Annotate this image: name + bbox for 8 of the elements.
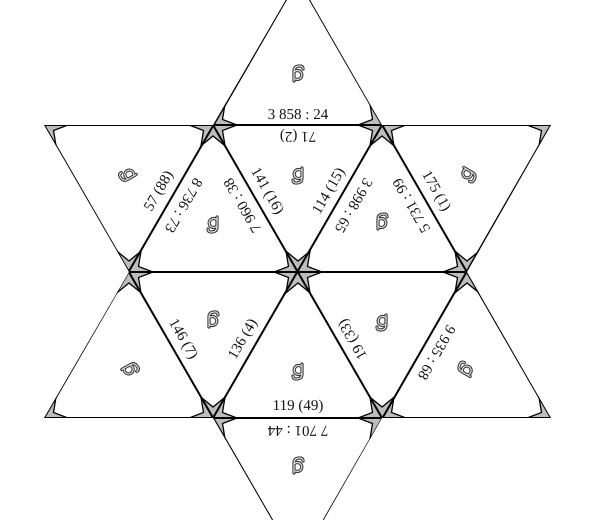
edge-number-label: 136 (4) <box>225 316 261 362</box>
edge-number-label: 71 (2) <box>280 128 316 144</box>
edge-number-label: 7 701 : 44 <box>268 422 328 438</box>
edge-number-label: 19 (33) <box>335 316 371 362</box>
edge-number-label: 9 935 : 68 <box>414 322 458 382</box>
edge-number-label: 146 (7) <box>165 316 201 362</box>
edge-number-label: 3 858 : 24 <box>268 107 328 123</box>
edge-number-label: 119 (49) <box>272 398 324 414</box>
